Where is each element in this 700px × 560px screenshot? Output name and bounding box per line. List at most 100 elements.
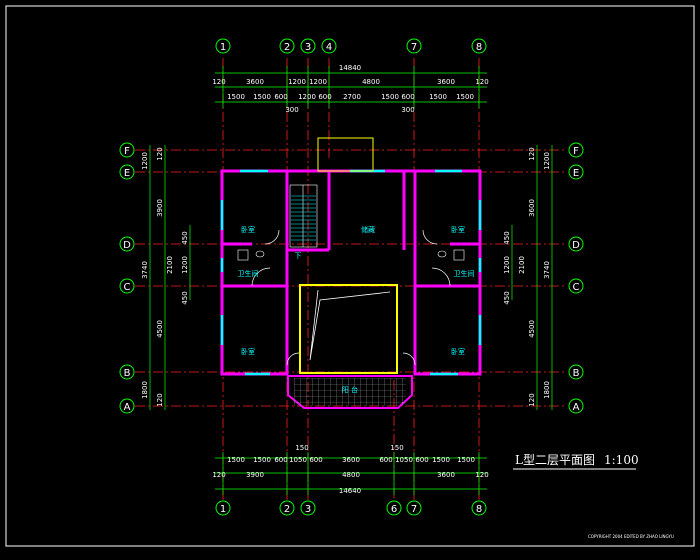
axis-bubble-left-A: A bbox=[119, 398, 135, 414]
bottom-dimension-row-2: 120 3900 4800 3600 120 bbox=[212, 471, 488, 479]
doors bbox=[251, 229, 451, 366]
svg-text:300: 300 bbox=[285, 106, 298, 114]
room-label-bedroom-bottom-right: 卧室 bbox=[451, 347, 465, 356]
svg-text:150: 150 bbox=[295, 444, 308, 452]
svg-text:600: 600 bbox=[401, 93, 414, 101]
svg-text:E: E bbox=[573, 168, 579, 179]
top-dimension-row-2: 1500 1500 600 1200 600 2700 1500 600 150… bbox=[227, 93, 474, 101]
svg-text:120: 120 bbox=[212, 471, 225, 479]
room-label-bedroom-bottom-left: 卧室 bbox=[241, 347, 255, 356]
svg-text:1500: 1500 bbox=[429, 93, 447, 101]
svg-text:1800: 1800 bbox=[141, 381, 149, 399]
svg-text:A: A bbox=[573, 402, 580, 413]
top-dimension-row-3: 300 300 bbox=[285, 106, 414, 114]
axis-bubble-right-C: C bbox=[568, 278, 584, 294]
svg-text:1200: 1200 bbox=[288, 78, 306, 86]
axis-bubble-left-B: B bbox=[119, 364, 135, 380]
axis-bubble-top-7: 7 bbox=[406, 38, 422, 54]
balcony bbox=[287, 375, 413, 409]
svg-text:F: F bbox=[124, 146, 130, 157]
svg-text:2: 2 bbox=[284, 504, 290, 515]
svg-text:4: 4 bbox=[326, 42, 332, 53]
svg-text:6: 6 bbox=[391, 504, 397, 515]
svg-text:1050: 1050 bbox=[395, 456, 413, 464]
svg-text:7: 7 bbox=[411, 42, 417, 53]
svg-text:3: 3 bbox=[305, 42, 311, 53]
axis-bubble-right-B: B bbox=[568, 364, 584, 380]
svg-text:450: 450 bbox=[503, 291, 511, 304]
axis-bubble-right-A: A bbox=[568, 398, 584, 414]
svg-text:3900: 3900 bbox=[156, 199, 164, 217]
svg-text:1800: 1800 bbox=[543, 381, 551, 399]
drawing-title: L型二层平面图 bbox=[515, 453, 595, 467]
svg-text:2100: 2100 bbox=[518, 256, 526, 274]
svg-text:150: 150 bbox=[390, 444, 403, 452]
bottom-dimension-row-1: 1500 1500 600 1050 600 3600 600 1050 600… bbox=[227, 456, 475, 464]
svg-text:C: C bbox=[124, 282, 131, 293]
svg-text:2700: 2700 bbox=[343, 93, 361, 101]
svg-text:8: 8 bbox=[476, 42, 482, 53]
atrium bbox=[299, 284, 398, 374]
svg-text:1200: 1200 bbox=[181, 256, 189, 274]
room-label-storage: 储藏 bbox=[361, 225, 375, 234]
svg-text:1500: 1500 bbox=[227, 93, 245, 101]
axis-bubbles-bottom: 1 2 3 6 7 8 bbox=[215, 500, 487, 516]
svg-text:1200: 1200 bbox=[543, 152, 551, 170]
axis-bubble-top-1: 1 bbox=[215, 38, 231, 54]
axis-bubble-top-4: 4 bbox=[321, 38, 337, 54]
axis-bubble-left-E: E bbox=[119, 164, 135, 180]
svg-text:600: 600 bbox=[309, 456, 322, 464]
axis-bubbles-left: F E D C B A bbox=[119, 142, 135, 414]
axis-bubbles-right: F E D C B A bbox=[568, 142, 584, 414]
svg-text:600: 600 bbox=[379, 456, 392, 464]
bottom-total-dimension: 14640 bbox=[339, 487, 361, 495]
svg-text:4500: 4500 bbox=[156, 320, 164, 338]
axis-bubble-right-D: D bbox=[568, 236, 584, 252]
dimension-lines bbox=[149, 66, 553, 495]
room-label-bathroom-right: 卫生间 bbox=[454, 269, 475, 278]
svg-text:1500: 1500 bbox=[253, 93, 271, 101]
svg-text:1: 1 bbox=[220, 504, 226, 515]
axis-bubble-bottom-2: 2 bbox=[279, 500, 295, 516]
svg-text:1200: 1200 bbox=[141, 152, 149, 170]
svg-text:1200: 1200 bbox=[503, 256, 511, 274]
vertical-axis-lines bbox=[222, 58, 480, 500]
right-outer-dimensions: 1200 120 3600 3740 4500 120 1800 bbox=[528, 147, 551, 406]
horizontal-axis-lines bbox=[135, 149, 565, 407]
svg-text:C: C bbox=[573, 282, 580, 293]
svg-text:8: 8 bbox=[476, 504, 482, 515]
svg-text:3: 3 bbox=[305, 504, 311, 515]
svg-text:A: A bbox=[124, 402, 131, 413]
svg-text:1500: 1500 bbox=[457, 456, 475, 464]
svg-text:3600: 3600 bbox=[246, 78, 264, 86]
walls bbox=[220, 169, 482, 376]
svg-text:D: D bbox=[572, 240, 580, 251]
drawing-frame bbox=[5, 5, 695, 547]
svg-text:120: 120 bbox=[475, 78, 488, 86]
svg-text:450: 450 bbox=[503, 231, 511, 244]
axis-bubble-left-C: C bbox=[119, 278, 135, 294]
left-outer-dimensions: 1200 120 3900 3740 4500 120 1800 bbox=[141, 147, 164, 406]
svg-text:7: 7 bbox=[411, 504, 417, 515]
room-label-bedroom-top-right: 卧室 bbox=[451, 225, 465, 234]
top-dimension-row-1: 120 3600 1200 1200 4800 3600 120 bbox=[212, 78, 488, 86]
axis-bubble-right-F: F bbox=[568, 142, 584, 158]
roof-projection bbox=[317, 137, 374, 172]
svg-text:120: 120 bbox=[475, 471, 488, 479]
bottom-dimension-row-extra: 150 150 bbox=[295, 444, 403, 452]
svg-text:450: 450 bbox=[181, 231, 189, 244]
axis-bubble-left-F: F bbox=[119, 142, 135, 158]
svg-text:1500: 1500 bbox=[253, 456, 271, 464]
stair-down-label: 下 bbox=[295, 252, 302, 260]
svg-text:120: 120 bbox=[156, 147, 164, 160]
svg-text:3600: 3600 bbox=[342, 456, 360, 464]
svg-text:2: 2 bbox=[284, 42, 290, 53]
copyright-text: COPYRIGHT 2004 EDITED BY ZHAO LINGYU bbox=[588, 534, 674, 539]
svg-text:F: F bbox=[573, 146, 579, 157]
room-label-bedroom-top-left: 卧室 bbox=[241, 225, 255, 234]
drawing-scale: 1:100 bbox=[604, 453, 639, 467]
svg-text:3600: 3600 bbox=[437, 78, 455, 86]
svg-text:3600: 3600 bbox=[528, 199, 536, 217]
svg-text:1500: 1500 bbox=[227, 456, 245, 464]
